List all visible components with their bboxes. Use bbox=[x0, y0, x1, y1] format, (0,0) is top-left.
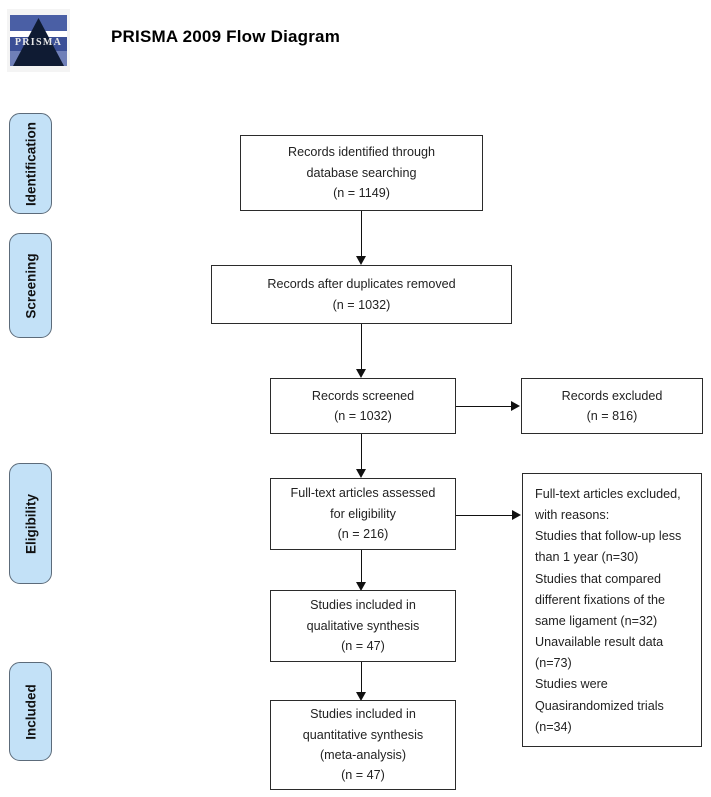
connector-duplicates-to-screened bbox=[361, 324, 362, 372]
arrowhead-duplicates-to-screened bbox=[356, 369, 366, 378]
phase-label-included: Included bbox=[9, 662, 52, 761]
connector-screened-to-fulltext bbox=[361, 434, 362, 472]
box-fulltext-assessed: Full-text articles assessed for eligibil… bbox=[270, 478, 456, 550]
box-duplicates-removed-text: Records after duplicates removed (n = 10… bbox=[267, 277, 456, 312]
phase-label-eligibility-text: Eligibility bbox=[23, 493, 38, 554]
box-qualitative-synthesis-text: Studies included in qualitative synthesi… bbox=[306, 598, 420, 654]
box-records-excluded-text: Records excluded (n = 816) bbox=[561, 388, 663, 423]
box-fulltext-excluded-reasons: Full-text articles excluded, with reason… bbox=[522, 473, 702, 747]
phase-label-identification: Identification bbox=[9, 113, 52, 214]
connector-fulltext-to-qualitative bbox=[361, 550, 362, 585]
arrowhead-screened-to-fulltext bbox=[356, 469, 366, 478]
box-quantitative-synthesis-text: Studies included in quantitative synthes… bbox=[302, 707, 424, 783]
arrowhead-qualitative-to-quantitative bbox=[356, 692, 366, 701]
connector-screened-to-excluded bbox=[456, 406, 512, 407]
arrowhead-fulltext-to-excluded-reasons bbox=[512, 510, 521, 520]
connector-fulltext-to-excluded-reasons bbox=[456, 515, 513, 516]
box-fulltext-assessed-text: Full-text articles assessed for eligibil… bbox=[290, 486, 436, 542]
phase-label-screening: Screening bbox=[9, 233, 52, 338]
connector-qualitative-to-quantitative bbox=[361, 662, 362, 695]
arrowhead-fulltext-to-qualitative bbox=[356, 582, 366, 591]
box-quantitative-synthesis: Studies included in quantitative synthes… bbox=[270, 700, 456, 790]
box-records-identified: Records identified through database sear… bbox=[240, 135, 483, 211]
connector-identified-to-duplicates bbox=[361, 211, 362, 259]
box-records-screened: Records screened (n = 1032) bbox=[270, 378, 456, 434]
box-duplicates-removed: Records after duplicates removed (n = 10… bbox=[211, 265, 512, 324]
box-records-excluded: Records excluded (n = 816) bbox=[521, 378, 703, 434]
box-fulltext-excluded-reasons-text: Full-text articles excluded, with reason… bbox=[535, 487, 682, 734]
page-title: PRISMA 2009 Flow Diagram bbox=[111, 27, 341, 46]
phase-label-eligibility: Eligibility bbox=[9, 463, 52, 584]
phase-label-included-text: Included bbox=[23, 683, 38, 740]
box-qualitative-synthesis: Studies included in qualitative synthesi… bbox=[270, 590, 456, 662]
phase-label-identification-text: Identification bbox=[23, 121, 38, 206]
prisma-logo: PRISMA bbox=[7, 9, 70, 72]
box-records-identified-text: Records identified through database sear… bbox=[287, 145, 436, 201]
svg-text:PRISMA: PRISMA bbox=[15, 37, 62, 48]
phase-label-screening-text: Screening bbox=[23, 252, 38, 319]
box-records-screened-text: Records screened (n = 1032) bbox=[311, 388, 415, 423]
arrowhead-screened-to-excluded bbox=[511, 401, 520, 411]
arrowhead-identified-to-duplicates bbox=[356, 256, 366, 265]
